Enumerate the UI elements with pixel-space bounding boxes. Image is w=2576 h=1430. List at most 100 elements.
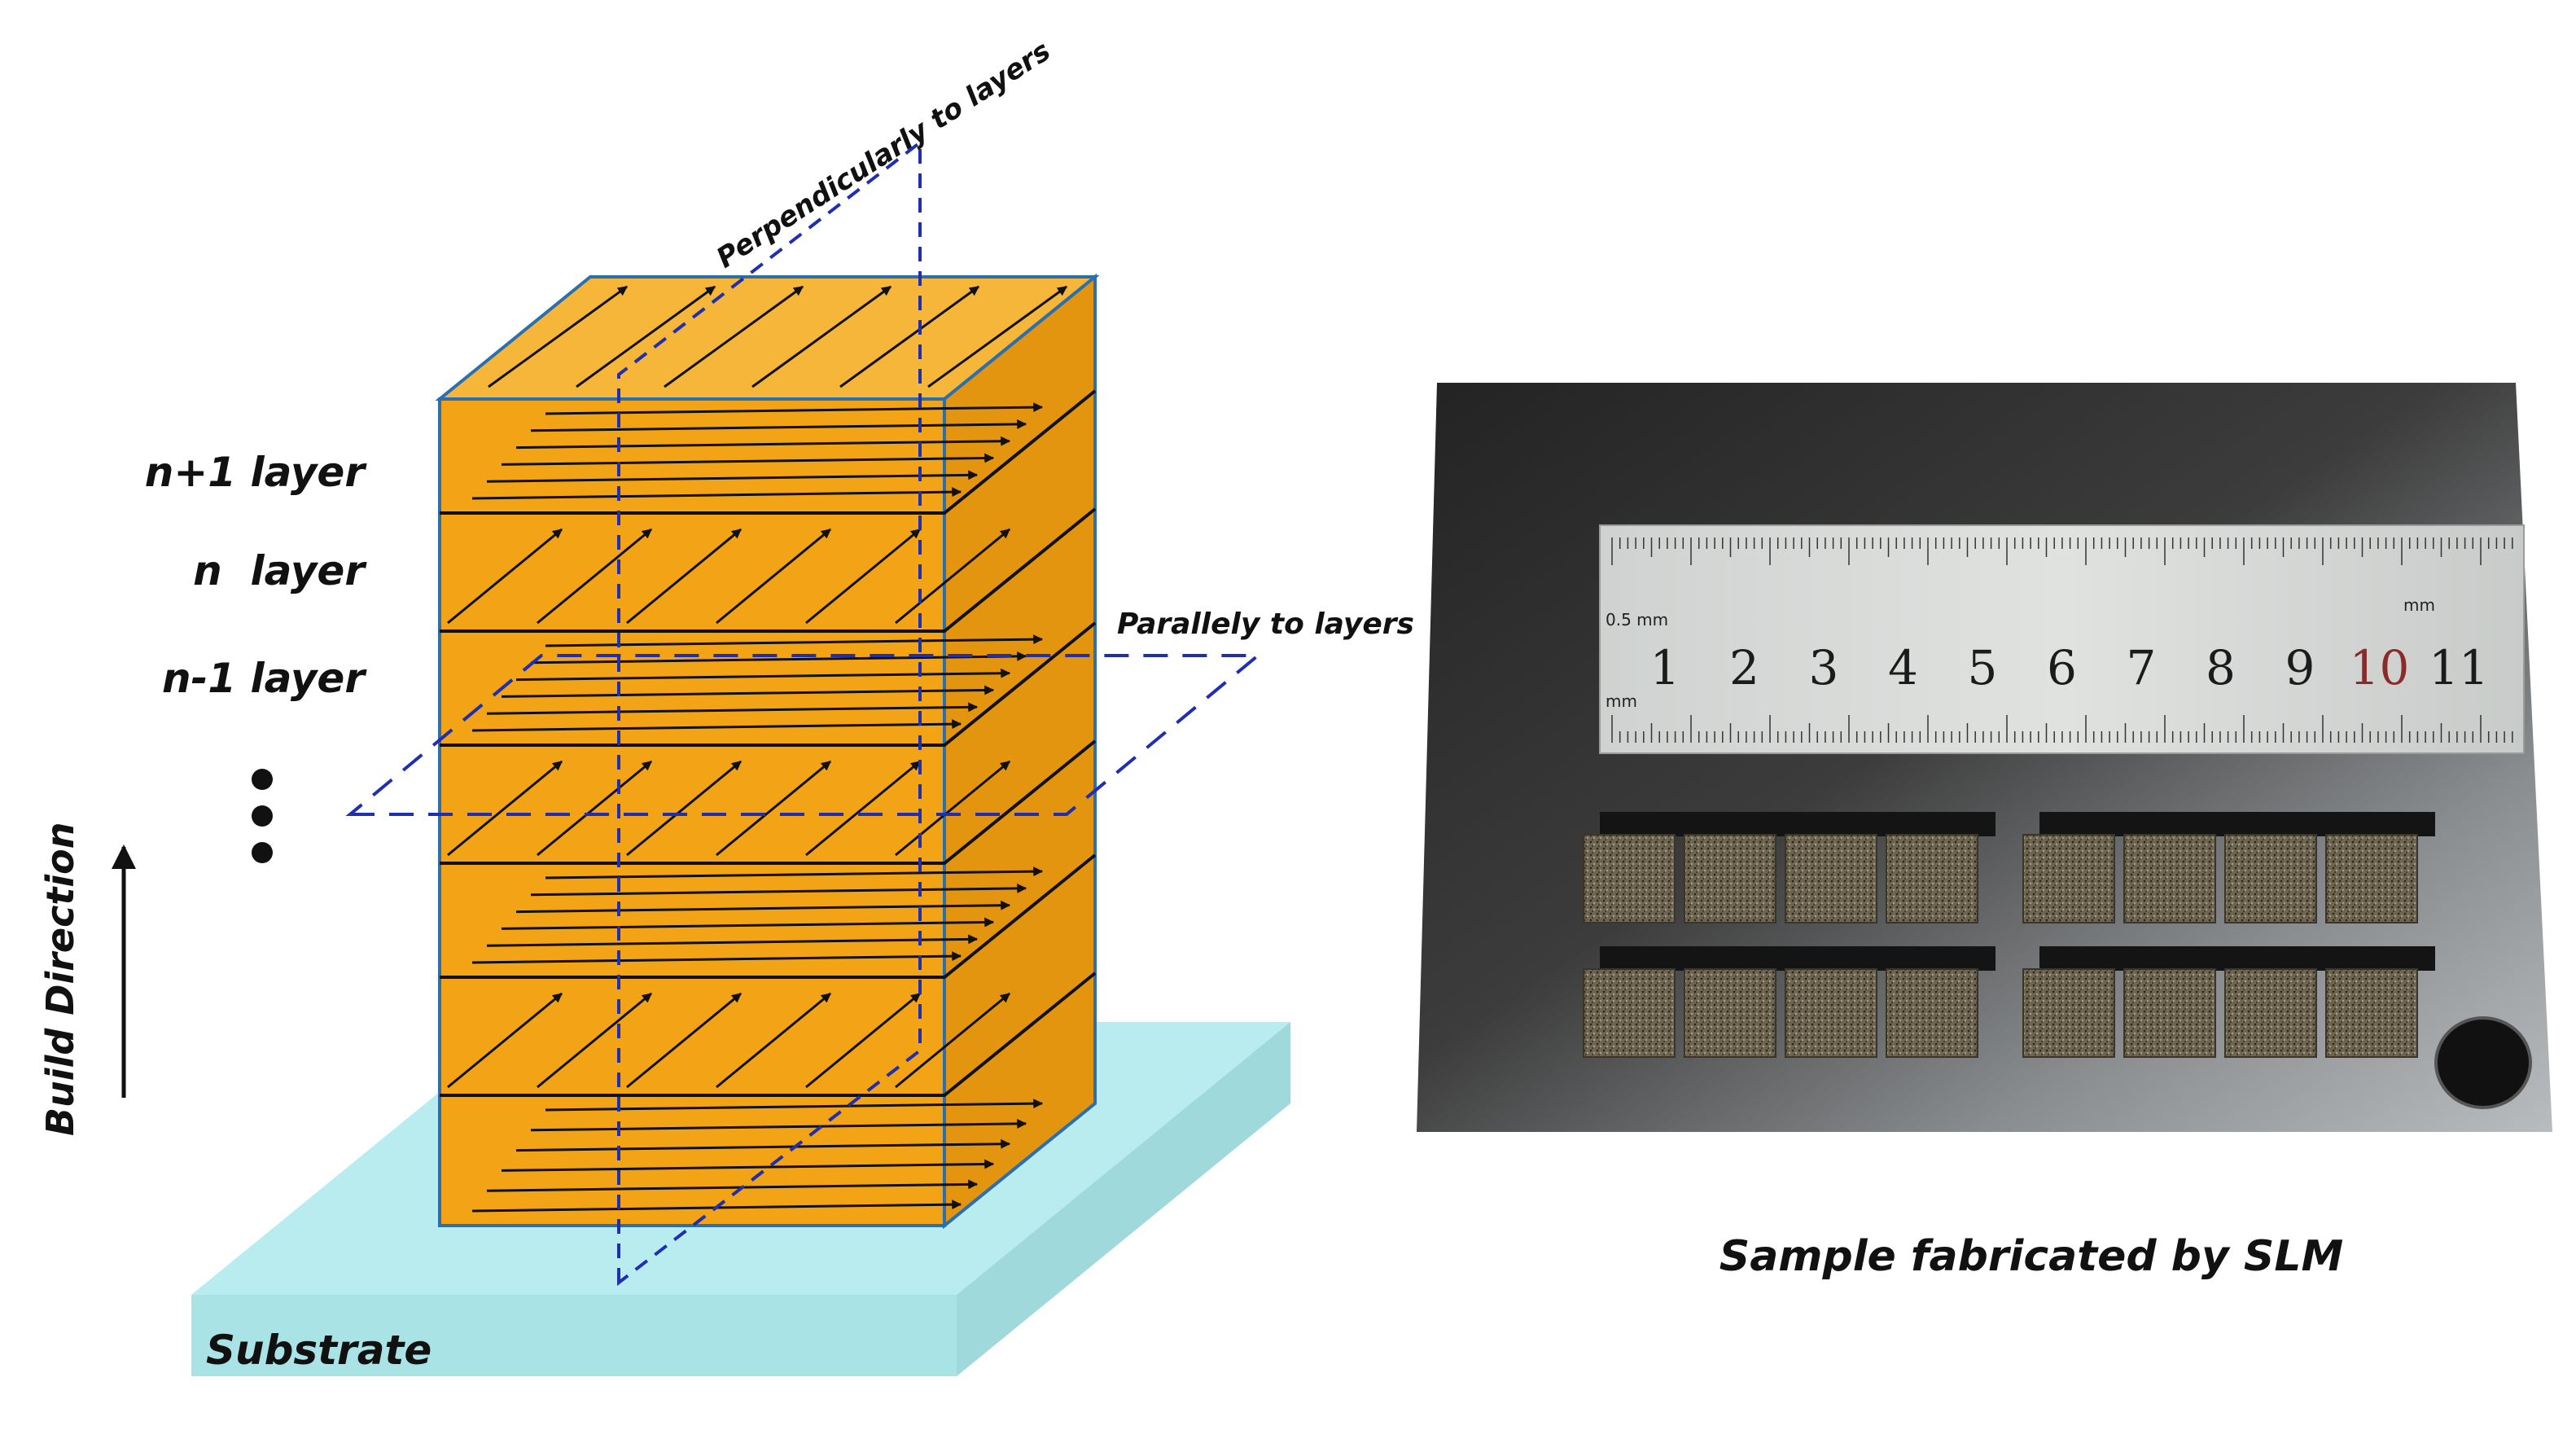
scan-arrow bbox=[716, 760, 831, 857]
scan-arrow bbox=[471, 719, 962, 732]
scan-arrow bbox=[486, 1179, 979, 1192]
sample-cube bbox=[2123, 834, 2216, 923]
scan-arrow bbox=[537, 760, 652, 857]
scan-arrow bbox=[501, 1159, 995, 1172]
sample-cube bbox=[2022, 968, 2115, 1058]
scan-arrow bbox=[545, 634, 1044, 647]
scan-arrow bbox=[537, 528, 652, 625]
substrate-front-face bbox=[191, 1295, 957, 1376]
plate-hole bbox=[2436, 1018, 2530, 1108]
sample-cube bbox=[2325, 834, 2418, 923]
label-layer-upper: n+1 layer bbox=[145, 449, 368, 496]
scan-arrow bbox=[530, 883, 1027, 897]
label-parallel-plane: Parallely to layers bbox=[1117, 608, 1414, 641]
sample-cube bbox=[1583, 834, 1676, 923]
ruler-number: 1 bbox=[1650, 640, 1680, 695]
layer-boundary bbox=[440, 389, 1097, 515]
plate-hole-rim bbox=[2434, 1016, 2532, 1109]
scan-arrow bbox=[515, 436, 1011, 450]
scan-arrow bbox=[805, 528, 921, 625]
scan-arrow bbox=[545, 1099, 1044, 1112]
scan-arrow bbox=[626, 760, 742, 857]
scan-arrow bbox=[716, 528, 831, 625]
scan-arrow bbox=[486, 470, 979, 483]
layer-hatch bbox=[447, 528, 1010, 625]
sample-cube bbox=[1886, 834, 1978, 923]
label-layer-lower: n-1 layer bbox=[162, 655, 367, 702]
layer-boundary bbox=[440, 853, 1097, 979]
top-face-hatch bbox=[488, 285, 1067, 388]
sample-cube bbox=[1785, 968, 1877, 1058]
label-perpendicular-plane: Perpendicularly to layers bbox=[711, 35, 1056, 275]
label-build-direction: Build Direction bbox=[38, 822, 82, 1137]
scan-arrow bbox=[501, 685, 995, 698]
scan-arrow bbox=[486, 702, 979, 715]
ellipsis-dots bbox=[252, 769, 273, 863]
scan-arrow bbox=[805, 760, 921, 857]
sample-cube bbox=[2224, 834, 2317, 923]
layer-boundary bbox=[440, 621, 1097, 747]
perpendicular-plane bbox=[617, 138, 922, 1287]
ruler-number: 8 bbox=[2206, 640, 2236, 695]
layer-boundary bbox=[440, 972, 1097, 1097]
scan-arrow bbox=[488, 285, 628, 388]
block-front-face bbox=[438, 397, 946, 1227]
sample-shadow bbox=[2039, 812, 2435, 836]
sample-shadow bbox=[1600, 812, 1996, 836]
sample-shadow bbox=[1600, 946, 1996, 971]
ruler-number: 5 bbox=[1968, 640, 1998, 695]
ruler-ticks bbox=[1611, 537, 2513, 743]
sample-cubes bbox=[1583, 812, 2435, 1058]
scan-arrow bbox=[501, 453, 995, 466]
scan-arrow bbox=[530, 419, 1027, 432]
scan-arrow bbox=[626, 528, 742, 625]
sample-cube bbox=[2325, 968, 2418, 1058]
ruler-number: 9 bbox=[2285, 640, 2315, 695]
ruler-number: 3 bbox=[1809, 640, 1839, 695]
scan-arrow bbox=[626, 992, 742, 1089]
layer-hatch bbox=[471, 866, 1044, 964]
ruler-body bbox=[1599, 524, 2525, 754]
scan-arrow bbox=[805, 992, 921, 1089]
scan-arrow bbox=[515, 900, 1011, 914]
parallel-plane bbox=[345, 654, 1263, 816]
layer-boundary bbox=[440, 739, 1097, 865]
scan-arrow bbox=[515, 1138, 1011, 1152]
sample-cube bbox=[1684, 834, 1776, 923]
scan-arrow bbox=[530, 651, 1027, 665]
scan-arrow bbox=[895, 528, 1010, 625]
scan-arrow bbox=[471, 951, 962, 964]
scan-arrow bbox=[751, 285, 892, 388]
block-side-face bbox=[943, 273, 1097, 1230]
sample-cube bbox=[2224, 968, 2317, 1058]
scan-arrow bbox=[537, 992, 652, 1089]
scan-arrow bbox=[839, 285, 979, 388]
scan-arrow bbox=[895, 992, 1010, 1089]
ruler-number: 2 bbox=[1729, 640, 1759, 695]
layer-hatch bbox=[447, 992, 1010, 1089]
label-substrate: Substrate bbox=[206, 1327, 432, 1374]
scan-arrow bbox=[895, 760, 1010, 857]
build-schematic: n+1 layer n layer n-1 layer Parallely to… bbox=[38, 35, 1414, 1376]
scan-arrow bbox=[927, 285, 1067, 388]
build-direction-indicator: Build Direction bbox=[38, 822, 136, 1137]
layer-boundary bbox=[440, 507, 1097, 633]
layer-hatch bbox=[471, 402, 1044, 500]
ruler-number: 4 bbox=[1888, 640, 1918, 695]
ruler-unit-left-bottom: mm bbox=[1606, 691, 1637, 711]
layer-hatch bbox=[447, 760, 1010, 857]
sample-shadow bbox=[2039, 946, 2435, 971]
sample-cube bbox=[2123, 968, 2216, 1058]
scan-arrow bbox=[545, 402, 1044, 415]
label-layer-mid: n layer bbox=[193, 547, 367, 594]
scan-arrow bbox=[486, 934, 979, 947]
scan-arrow bbox=[576, 285, 716, 388]
layer-hatch bbox=[471, 634, 1044, 732]
sample-cube bbox=[2022, 834, 2115, 923]
scan-arrow bbox=[447, 528, 563, 625]
scan-arrow bbox=[545, 866, 1044, 879]
scan-arrow bbox=[515, 668, 1011, 682]
scan-arrow bbox=[471, 487, 962, 500]
